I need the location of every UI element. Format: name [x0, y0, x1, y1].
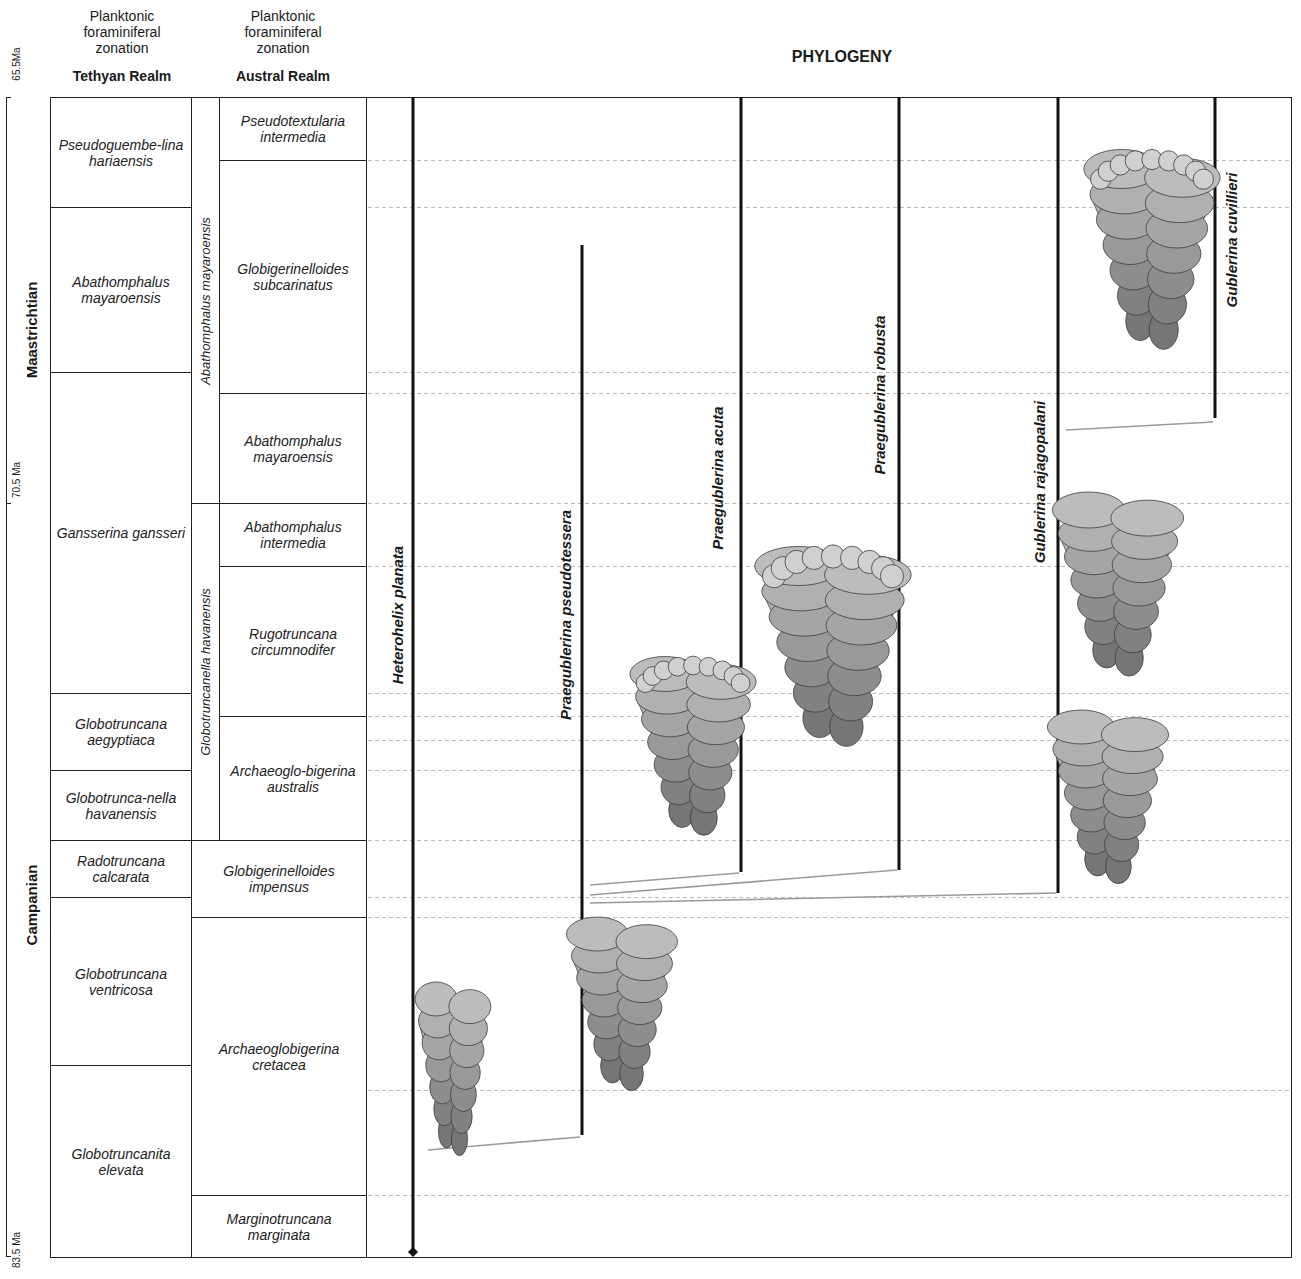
zone-box: Globigerinelloides subcarinatus — [219, 160, 367, 394]
fossil-test — [630, 656, 756, 835]
zone-name: Globotruncana aegyptiaca — [55, 716, 187, 748]
zone-box: Abathomphalus intermedia — [219, 503, 367, 567]
gridline — [368, 1195, 1290, 1196]
lineage-bar — [898, 97, 901, 870]
branch-line — [1066, 422, 1213, 430]
lineage-bar — [412, 97, 415, 1252]
gridline — [368, 917, 1290, 918]
fossil-test — [1047, 710, 1168, 884]
zone-band-vertical: Abathomphalus mayaroensis — [191, 97, 220, 504]
stage-label: Maastrichtian — [24, 282, 40, 379]
fossil-chamber — [1193, 169, 1213, 189]
realm-header: Austral Realm — [236, 68, 330, 84]
realm-header: Tethyan Realm — [73, 68, 172, 84]
zone-name: Gansserina gansseri — [57, 525, 185, 541]
zone-box: Globotrunca-nella havanensis — [50, 770, 192, 841]
zone-gridlines — [368, 161, 1290, 1196]
fossil-chamber — [731, 674, 750, 693]
lineage-bar — [1214, 97, 1217, 418]
phylogeny-panel — [367, 98, 1292, 1258]
zone-name: Globotruncanella havanensis — [198, 588, 214, 756]
branch-line — [590, 870, 897, 895]
zone-box: Globotruncana aegyptiaca — [50, 693, 192, 771]
gridline — [368, 840, 1290, 841]
panel-header: PHYLOGENY — [792, 49, 892, 65]
zone-name: Pseudoguembe-lina hariaensis — [55, 137, 187, 169]
axis-tick — [6, 97, 11, 98]
fossil-test — [755, 545, 912, 746]
zone-box: Archaeoglo-bigerina australis — [219, 716, 367, 841]
zone-box: Marginotruncana marginata — [191, 1195, 367, 1258]
zone-name: Archaeoglo-bigerina australis — [224, 763, 362, 795]
zone-name: Globigerinelloides impensus — [196, 863, 362, 895]
axis-tick — [6, 1256, 11, 1257]
gridline — [368, 1090, 1290, 1091]
species-name: Praegublerina acuta — [710, 406, 726, 549]
zone-box: Rugotruncana circumnodifer — [219, 566, 367, 717]
zone-name: Pseudotextularia intermedia — [224, 113, 362, 145]
zone-name: Abathomphalus intermedia — [224, 519, 362, 551]
fossil-chamber — [449, 990, 491, 1024]
species-name: Gublerina rajagopalani — [1032, 401, 1048, 564]
zone-name: Globotrunca-nella havanensis — [55, 790, 187, 822]
fossil-chamber — [616, 925, 678, 959]
zone-box: Globotruncanita elevata — [50, 1065, 192, 1258]
column-header: Planktonic foraminiferal zonation — [228, 8, 338, 56]
gridline — [368, 372, 1290, 373]
lineage-bars — [413, 97, 1215, 1252]
fossil-test — [1052, 492, 1183, 676]
age-label: 70.5 Ma — [9, 462, 25, 498]
species-name: Praegublerina robusta — [872, 315, 888, 474]
branch-line — [590, 873, 739, 885]
fossil-test — [566, 917, 677, 1091]
zone-name: Globotruncanita elevata — [55, 1146, 187, 1178]
branch-line — [590, 893, 1056, 903]
stage-label: Campanian — [24, 865, 40, 946]
zone-box: Globigerinelloides impensus — [191, 840, 367, 918]
fossil-chamber — [1111, 500, 1184, 536]
zone-name: Radotruncana calcarata — [55, 853, 187, 885]
origin-diamond — [408, 1247, 418, 1257]
zone-box: Pseudoguembe-lina hariaensis — [50, 97, 192, 208]
zone-name: Abathomphalus mayaroensis — [198, 217, 214, 385]
zone-name: Globigerinelloides subcarinatus — [224, 261, 362, 293]
zone-box: Gansserina gansseri — [50, 372, 192, 694]
time-axis — [6, 97, 7, 1257]
zone-name: Archaeoglobigerina cretacea — [196, 1041, 362, 1073]
zone-band-vertical: Globotruncanella havanensis — [191, 503, 220, 841]
zone-box: Abathomphalus mayaroensis — [50, 207, 192, 373]
species-name: Gublerina cuvillieri — [1224, 172, 1240, 307]
zone-name: Abathomphalus mayaroensis — [55, 274, 187, 306]
branch-lines — [428, 422, 1213, 1150]
zone-box: Pseudotextularia intermedia — [219, 97, 367, 161]
zone-box: Abathomphalus mayaroensis — [219, 393, 367, 504]
axis-tick — [6, 503, 11, 504]
column-header: Planktonic foraminiferal zonation — [67, 8, 177, 56]
zone-box: Archaeoglobigerina cretacea — [191, 917, 367, 1196]
fossil-test — [1084, 149, 1220, 349]
fossil-chamber — [1101, 718, 1168, 752]
species-name: Praegublerina pseudotessera — [558, 510, 574, 720]
zone-box: Radotruncana calcarata — [50, 840, 192, 898]
zone-name: Globotruncana ventricosa — [55, 966, 187, 998]
age-label: 83.5 Ma — [9, 1232, 25, 1268]
zone-name: Abathomphalus mayaroensis — [224, 433, 362, 465]
fossil-images — [415, 149, 1220, 1155]
fossil-test — [415, 982, 491, 1156]
lineage-bar — [740, 97, 743, 872]
age-label: 65.5Ma — [9, 47, 25, 80]
fossil-chamber — [880, 565, 903, 588]
zone-name: Rugotruncana circumnodifer — [224, 626, 362, 658]
species-name: Heterohelix planata — [390, 546, 406, 684]
gridline — [368, 393, 1290, 394]
zone-box: Globotruncana ventricosa — [50, 897, 192, 1066]
zone-name: Marginotruncana marginata — [196, 1211, 362, 1243]
